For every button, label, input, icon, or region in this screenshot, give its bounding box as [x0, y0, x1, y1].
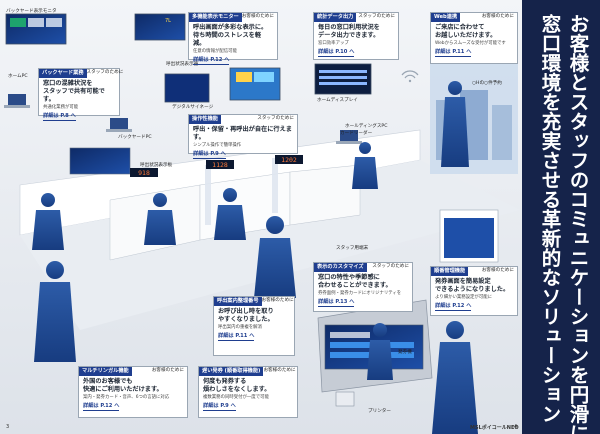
callout-body: 呼出・保留・再呼出が自在に行えます。 — [193, 126, 292, 142]
label-backyard-monitor: バックヤード表示モニタ — [6, 9, 57, 14]
callout-for: お客様のために — [481, 268, 514, 274]
callout-sub: 券券面例・発券カードにオリジナリティを — [318, 291, 402, 297]
callout-ref-link[interactable]: 詳細は P.9 へ — [203, 403, 236, 412]
callout-backyard: バックヤード業務スタッフのために 窓口の混雑状況をスタッフで共有可能です。 共通… — [38, 68, 123, 122]
callout-body: 呼出画面が多彩な表示に。待ち時間のストレスを軽減。 — [193, 24, 268, 48]
callout-tag: マルチリンガル機能 — [79, 367, 132, 376]
callout-ref-link[interactable]: 詳細は P.12 へ — [83, 403, 120, 412]
label-backyard-pc: バックヤードPC — [118, 135, 152, 140]
callout-late-ticket: 遅い発券 (順番取得機能)お客様のために 何度も発券する煩わしさをなくします。 … — [198, 366, 298, 418]
callout-guide-number: 呼出案内整理番号お客様のために お呼び出し時を取りやすくなりました。 呼出案内の… — [213, 296, 295, 356]
callout-display-monitor: 多機能表示モニターお客様のために 呼出画面が多彩な表示に。待ち時間のストレスを軽… — [188, 12, 278, 66]
callout-sub: 呼出案内の重複を解消 — [218, 325, 262, 331]
callout-ref-link[interactable]: 詳細は P.11 へ — [218, 333, 255, 342]
label-card-reader-text: カードリーダー — [340, 131, 373, 136]
callout-body: お呼び出し時を取りやすくなりました。 — [218, 308, 274, 324]
wifi-icon — [401, 70, 419, 76]
callout-operation: 操作性機能 スタッフのために 呼出・保留・再呼出が自在に行えます。 シンプル操作で… — [188, 114, 298, 160]
callout-sub: Webからスムーズな受付が可能です — [435, 41, 506, 47]
callout-tag: 統計データ出力 — [314, 13, 357, 22]
callout-ref-link[interactable]: 詳細は P.9 へ — [193, 151, 226, 160]
callout-ref-link[interactable]: 詳細は P.12 へ — [435, 303, 472, 312]
callout-for: お客様のために — [263, 368, 296, 374]
callout-ref-link[interactable]: 詳細は P.10 へ — [318, 49, 355, 58]
counter-display-a: 918 — [138, 169, 150, 177]
label-waiting-display: 呼出状況表示器 — [166, 62, 199, 67]
callout-tag: 遅い発券 (順番取得機能) — [199, 367, 264, 376]
callout-ref-link[interactable]: 詳細は P.12 へ — [193, 57, 230, 66]
label-staff-pc: スタッフ用端末 — [336, 246, 369, 251]
monitor-number: 7L — [165, 18, 171, 24]
callout-body: ご来店に合わせてお越しいただけます。 — [435, 24, 497, 40]
callout-body: 毎日の窓口利用状況をデータ出力できます。 — [318, 24, 380, 40]
callout-ref-link[interactable]: 詳細は P.11 へ — [435, 49, 472, 58]
callout-tag: 順番管理機能 — [431, 267, 469, 276]
callout-ref-link[interactable]: 詳細は P.13 へ — [318, 299, 355, 308]
callout-sub: より細かい業務設定が可能に — [435, 295, 492, 301]
label-home-display: ホームディスプレイ — [317, 98, 358, 103]
callout-sub: シンプル操作で簡単操作 — [193, 143, 242, 149]
callout-for: お客様のために — [151, 368, 184, 374]
label-ticket-machine: 発券機 — [398, 350, 412, 355]
callout-tag: バックヤード業務 — [39, 69, 87, 78]
footer-brand: MSLポイコールNEO — [470, 425, 519, 431]
callout-for: スタッフのために — [358, 14, 395, 20]
callout-customize: 表示のカスタマイズスタッフのために 窓口の特性や季節感に合わせることができます。… — [313, 262, 413, 312]
callout-for: お客様のために — [481, 14, 514, 20]
callout-for: スタッフのために — [86, 70, 124, 76]
callout-stats-output: 統計データ出力スタッフのために 毎日の窓口利用状況をデータ出力できます。 窓口効… — [313, 12, 399, 60]
callout-sub: 任意の情報が配信可能 — [193, 49, 237, 55]
callout-web-link: Web連携 お客様のために ご来店に合わせてお越しいただけます。 Webからスムー… — [430, 12, 518, 64]
title-panel: お客様とスタッフのコミュニケーションを円滑に 窓口環境を充実させる革新的なソリュ… — [522, 0, 600, 434]
label-digital-signage: デジタルサイネージ — [172, 105, 214, 110]
page-number-right: 4 — [514, 424, 518, 430]
callout-tag: 呼出案内整理番号 — [214, 297, 262, 306]
callout-for: お客様のために — [241, 14, 274, 20]
callout-for: お客様のために — [261, 298, 294, 304]
callout-sub: 案内・発券カード・音声、6つの言語に対応 — [83, 395, 170, 401]
callout-body: 窓口の混雑状況をスタッフで共有可能です。 — [43, 80, 105, 104]
callout-for: スタッフのために — [257, 116, 294, 122]
label-printer: プリンター — [368, 409, 391, 414]
page-number-left: 3 — [6, 424, 10, 430]
counter-display-c: 1202 — [281, 156, 297, 164]
callout-body: 窓口の特性や季節感に合わせることができます。 — [318, 274, 392, 290]
callout-tag: Web連携 — [431, 13, 461, 22]
callout-body: 何度も発券する煩わしさをなくします。 — [203, 378, 271, 394]
callout-body: 外国のお客様でも快適にご利用いただけます。 — [83, 378, 163, 394]
label-phone-booking: ○Hの○件予約 — [472, 81, 502, 86]
counter-display-b: 1128 — [212, 161, 228, 169]
label-home-pc: ホームPC — [8, 74, 28, 79]
callout-tag: 操作性機能 — [189, 115, 221, 124]
callout-order-management: 順番管理機能 お客様のために 発券画面を簡易設定できるようになりました。 より細か… — [430, 266, 518, 316]
callout-tag: 多機能表示モニター — [189, 13, 242, 22]
label-holding-pc: ホールディングスPC — [345, 124, 388, 129]
callout-sub: 窓口効率アップ — [318, 41, 349, 47]
label-status-display: 呼出状況表示板 — [140, 163, 173, 168]
title-line-1: お客様とスタッフのコミュニケーションを円滑に — [566, 14, 589, 434]
callout-sub: 共通化業務が可能 — [43, 105, 79, 111]
callout-tag: 表示のカスタマイズ — [314, 263, 367, 272]
callout-body: 発券画面を簡易設定できるようになりました。 — [435, 278, 510, 294]
callout-for: スタッフのために — [372, 264, 409, 270]
callout-sub: 複数業務の同時受付が一度で可能 — [203, 395, 269, 401]
callout-multilingual: マルチリンガル機能 お客様のために 外国のお客様でも快適にご利用いただけます。 案… — [78, 366, 188, 418]
title-line-2: 窓口環境を充実させる革新的なソリューション — [538, 14, 561, 424]
callout-ref-link[interactable]: 詳細は P.8 へ — [43, 113, 76, 122]
